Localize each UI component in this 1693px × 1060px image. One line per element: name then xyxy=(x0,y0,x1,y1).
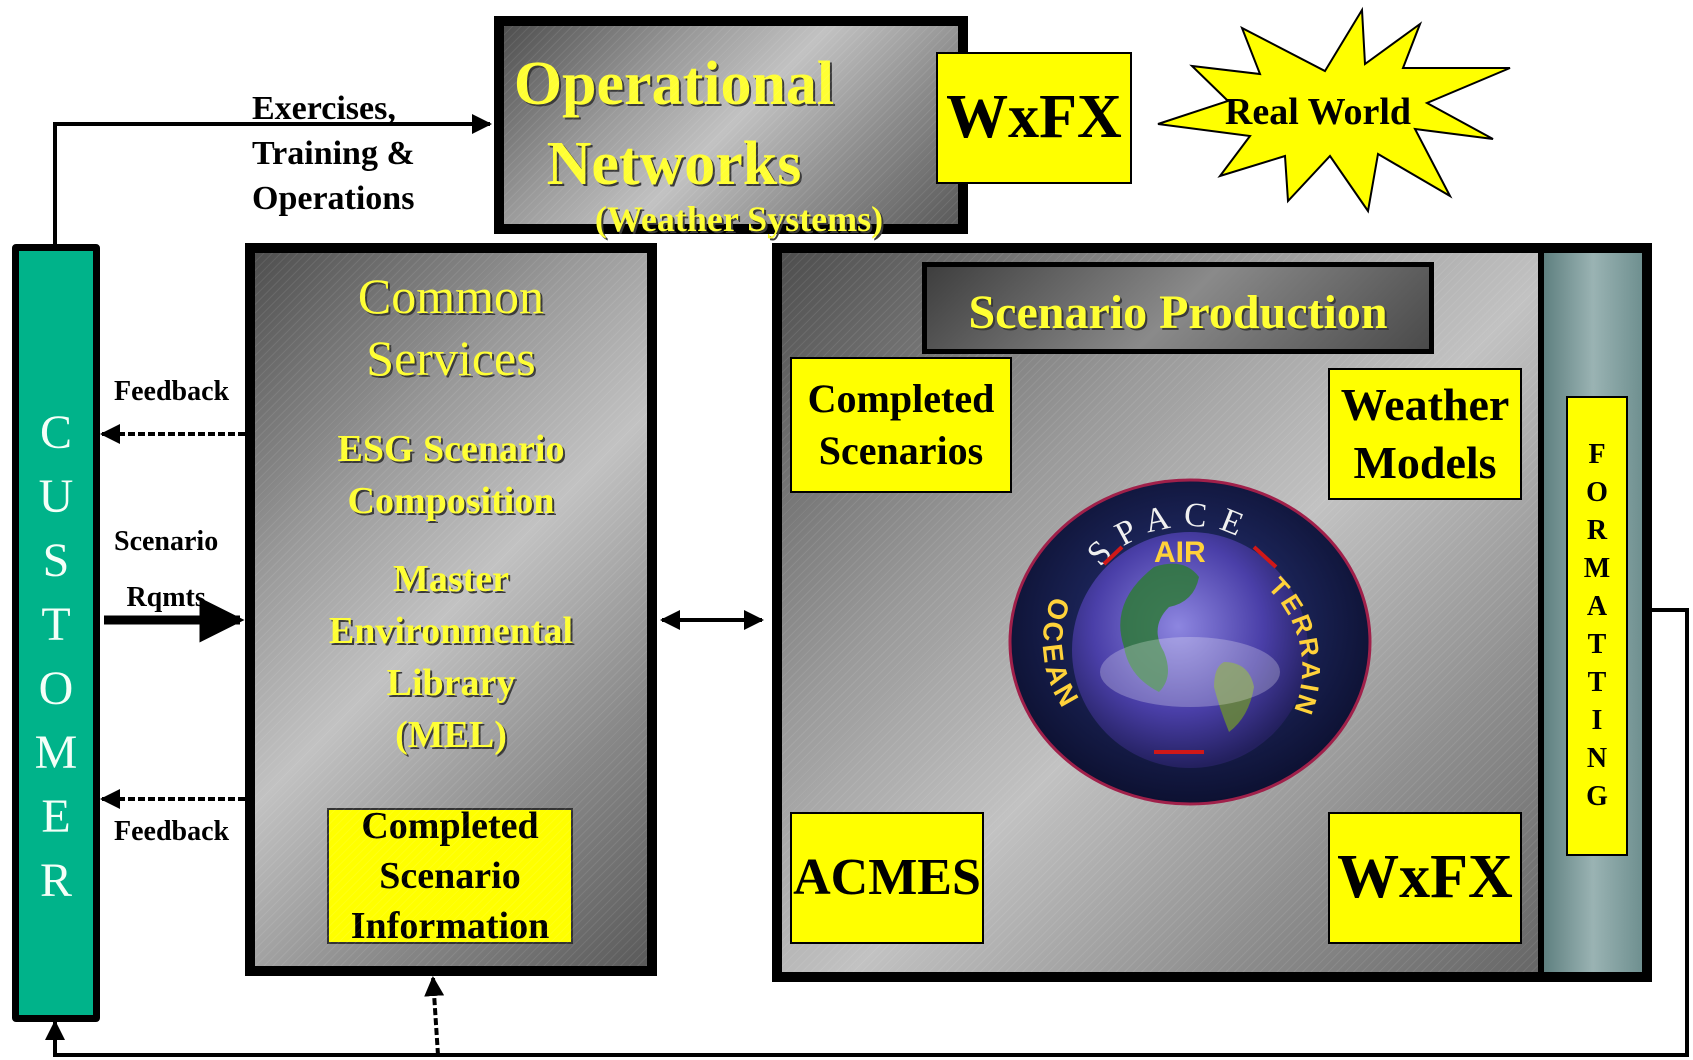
customer-bar: C U S T O M E R xyxy=(12,244,100,1022)
earth-globe-icon: SPACE AIR OCEAN TERRAIN xyxy=(1008,478,1372,806)
formatting-letter: G xyxy=(1586,781,1608,812)
globe-air-text: AIR xyxy=(1154,536,1206,569)
feedback-bottom-label: Feedback xyxy=(114,816,230,847)
starburst-icon xyxy=(1157,6,1511,214)
completed-scenario-information-box: Completed Scenario Information xyxy=(327,805,573,947)
feedback-top-label: Feedback xyxy=(114,376,230,407)
real-world-label: Real World xyxy=(1224,91,1412,133)
common-services-title: Common Services xyxy=(357,268,545,386)
formatting-letter: I xyxy=(1591,705,1603,736)
customer-letter: E xyxy=(41,790,71,843)
formatting-letter: R xyxy=(1586,515,1608,546)
customer-letter: S xyxy=(42,534,70,587)
completed-scenarios-box: Completed Scenarios xyxy=(790,357,1012,493)
exercises-arrow xyxy=(53,114,492,245)
globe-logo: SPACE AIR OCEAN TERRAIN xyxy=(1004,472,1376,812)
exercises-label: Exercises, Training & Operations xyxy=(252,90,415,217)
customer-letter: R xyxy=(39,854,72,907)
real-world-burst: Real World xyxy=(1150,6,1512,214)
common-services-panel: Common Services ESG Scenario Composition… xyxy=(245,243,657,976)
customer-letter: T xyxy=(41,598,71,651)
scenario-production-title-box: Scenario Production xyxy=(922,262,1434,354)
return-loop xyxy=(45,608,1689,1057)
wxfx-bottom-box: WxFX xyxy=(1328,812,1522,944)
formatting-letter: T xyxy=(1587,629,1607,660)
weather-models-box: Weather Models xyxy=(1328,368,1522,500)
formatting-letter: O xyxy=(1586,477,1608,508)
weather-systems-label: (Weather Systems) xyxy=(594,199,884,239)
formatting-letter: T xyxy=(1587,667,1607,698)
customer-letter: U xyxy=(38,470,74,523)
scenario-production-title: Scenario Production xyxy=(968,286,1388,339)
customer-letter: O xyxy=(38,662,74,715)
formatting-letter: F xyxy=(1588,439,1606,470)
esg-composition-label: ESG Scenario Composition xyxy=(337,428,565,522)
scenario-rqmts-label: Scenario Rqmts xyxy=(114,526,219,613)
acmes-box: ACMES xyxy=(790,812,984,944)
operational-networks-title: Operational Networks xyxy=(513,50,835,198)
info-up-arrow xyxy=(424,976,445,1056)
customer-letter: C xyxy=(39,406,72,459)
mel-label: Master Environmental Library (MEL) xyxy=(328,558,574,756)
formatting-box: F O R M A T T I N G xyxy=(1566,396,1628,856)
formatting-letter: N xyxy=(1586,743,1608,774)
customer-letter: M xyxy=(34,726,78,779)
operational-networks-box: Operational Networks (Weather Systems) xyxy=(494,16,968,239)
formatting-letter: A xyxy=(1586,591,1608,622)
wxfx-top-box: WxFX xyxy=(936,52,1132,184)
formatting-letter: M xyxy=(1583,553,1611,584)
